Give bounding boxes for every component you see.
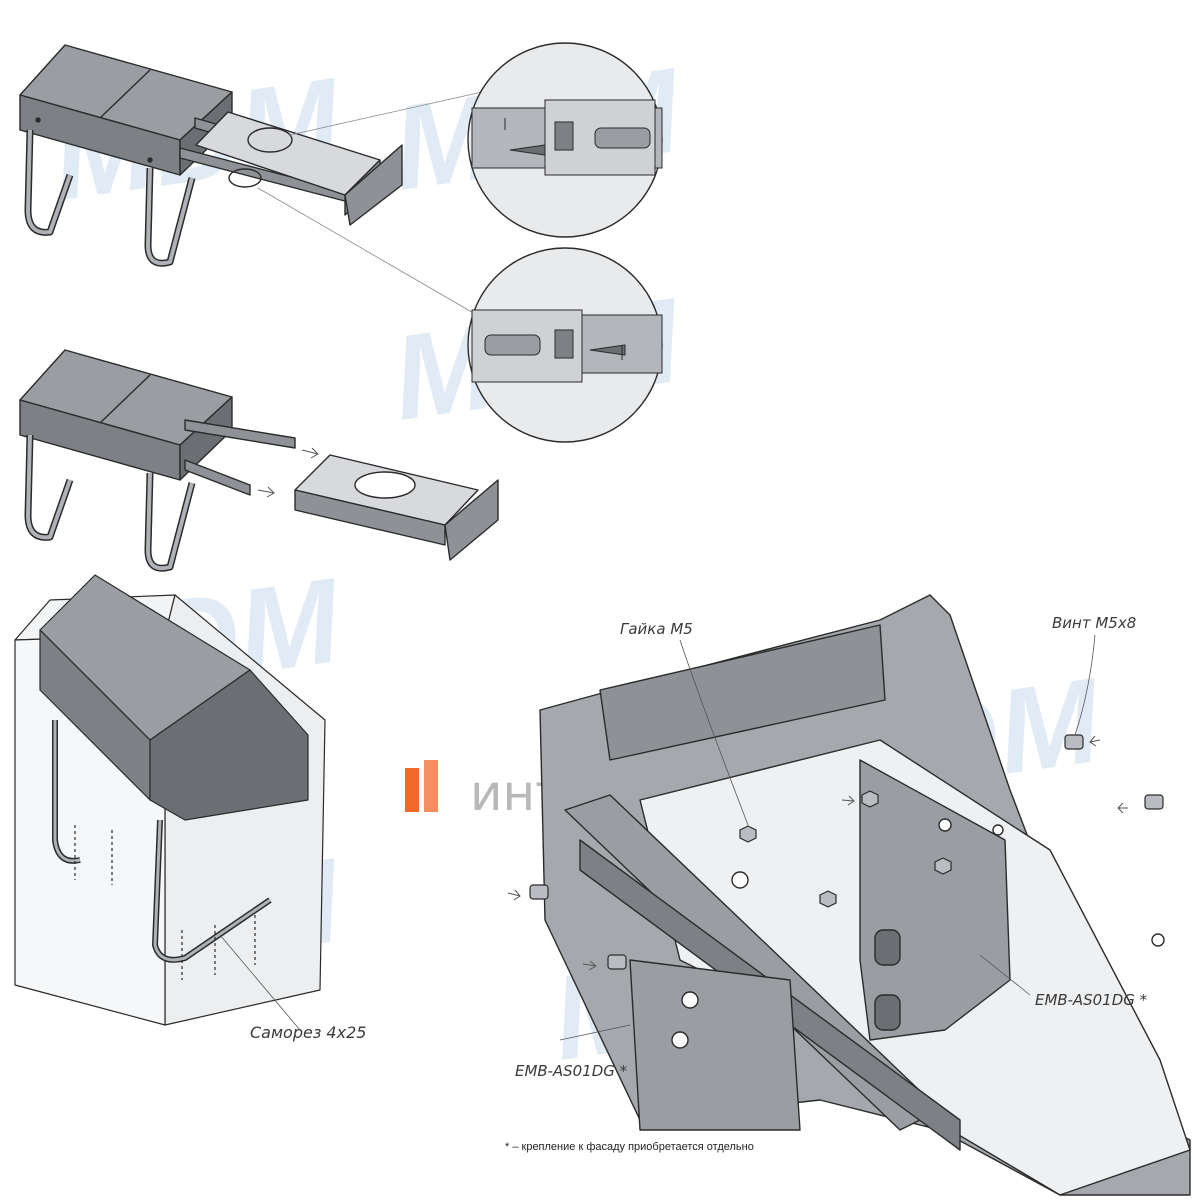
- nut-icon: [861, 790, 879, 808]
- insertion-arrows: [507, 735, 1128, 971]
- step2-arrows: [257, 447, 319, 498]
- detail-circle-bottom: [467, 247, 663, 443]
- bracket-assembly: [539, 594, 1191, 1196]
- step3-cabinet-install: [14, 574, 326, 1026]
- label-self-tapping-screw: Саморез 4х25: [250, 1023, 366, 1042]
- nut-icon: [934, 857, 952, 875]
- nut-icon: [739, 825, 757, 843]
- label-nut: Гайка М5: [620, 620, 693, 638]
- brand-mark-icon: [405, 768, 419, 812]
- leader-self-tapping-screw: [219, 934, 301, 1031]
- label-screw: Винт М5х8: [1052, 614, 1136, 632]
- fasteners: [529, 734, 1164, 970]
- leader-detail-bottom: [257, 187, 483, 319]
- label-bracket-left: EMB-AS01DG *: [515, 1062, 628, 1080]
- screw-icon: [1064, 734, 1084, 750]
- detail-circle-top: [467, 42, 663, 238]
- footnote: * – крепление к фасаду приобретается отд…: [505, 1141, 754, 1153]
- step1-bin-extended: [19, 44, 403, 267]
- screw-icon: [607, 954, 627, 970]
- screw-icon: [1144, 794, 1164, 810]
- label-bracket-right: EMB-AS01DG *: [1035, 991, 1148, 1009]
- leader-detail-top: [289, 91, 483, 136]
- leader-lines: [559, 634, 1096, 1041]
- screw-icon: [529, 884, 549, 900]
- nut-icon: [819, 890, 837, 908]
- step2-drawer-removed: [19, 349, 499, 572]
